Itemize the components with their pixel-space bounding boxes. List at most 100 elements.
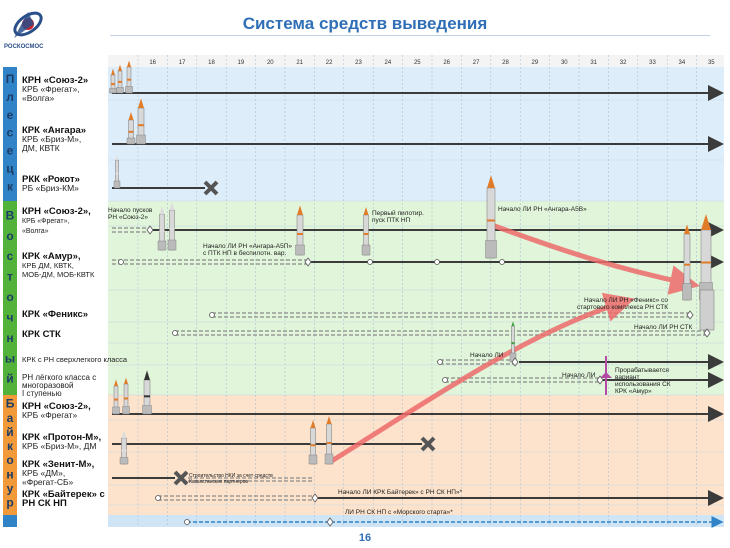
- row-amur: КРК «Амур»,КРБ ДМ, КВТК, МОБ-ДМ, МОБ-КВТ…: [22, 251, 95, 279]
- rocket-angara-a5p: [295, 205, 305, 256]
- region-letter: е: [7, 108, 14, 122]
- rocket-proton-3: [324, 416, 334, 465]
- rocket-superheavy: [509, 321, 517, 363]
- note-angara-a5v: Начало ЛИ РН «Ангара-А5В»: [498, 206, 587, 213]
- row-sea-launch: «Морской старт»: [28, 516, 108, 527]
- rokot-end-cross: [203, 180, 219, 196]
- logo-text: РОСКОСМОС: [4, 44, 44, 50]
- year-label: 20: [267, 60, 274, 66]
- year-label: 35: [708, 60, 715, 66]
- region-letter: к: [7, 439, 14, 453]
- circle-superheavy-start: [437, 359, 443, 365]
- year-label: 33: [649, 60, 656, 66]
- row-baiterek: КРК «Байтерек» с РН СК НП: [22, 489, 105, 509]
- region-letter: т: [7, 270, 13, 284]
- page-title: Система средств выведения: [242, 14, 488, 33]
- region-letter: е: [7, 144, 14, 158]
- note-stk-test: Начало ЛИ РН СТК: [634, 324, 693, 331]
- rocket-soyuz-baik-3: [142, 370, 152, 415]
- marker-baiterek: [311, 493, 319, 503]
- year-label: 18: [208, 60, 215, 66]
- note-baiterek-test: Начало ЛИ КРК Байтерек» с РН СК НП»*: [338, 489, 463, 496]
- marker-amur: [304, 257, 312, 267]
- note-ptk-first-crewed: Первый пилотир. пуск ПТК НП: [372, 210, 424, 224]
- rocket-rokot: [113, 155, 121, 189]
- year-label: 25: [414, 60, 421, 66]
- region-letter: а: [7, 411, 14, 425]
- note-soyuz-start: Начало пусков РН «Союз-2»: [108, 207, 153, 221]
- region-letter: о: [6, 453, 13, 467]
- rocket-angara-1: [126, 112, 136, 145]
- marker-stk: [703, 328, 711, 338]
- proton-end-cross: [420, 436, 436, 452]
- year-label: 32: [620, 60, 627, 66]
- rocket-amur-1: [682, 224, 692, 301]
- rocket-stk: [699, 289, 715, 331]
- region-letter: ц: [6, 161, 14, 175]
- row-light-reusable: РН лёгкого класса с многоразовой I ступе…: [22, 373, 97, 398]
- marker-superheavy: [511, 357, 519, 367]
- highlight-arrow-angara-to-amur: [491, 222, 700, 295]
- year-label: 27: [473, 60, 480, 66]
- circle-light-start: [442, 377, 448, 383]
- note-superheavy-test: Начало ЛИ: [470, 352, 504, 359]
- region-letter: о: [6, 229, 13, 243]
- region-letter: й: [6, 425, 13, 439]
- region-letter: с: [7, 126, 14, 140]
- year-label: 31: [590, 60, 597, 66]
- row-stk: КРК СТК: [22, 329, 61, 340]
- year-label: 19: [238, 60, 245, 66]
- rocket-ptk: [361, 207, 371, 256]
- rocket-soyuz-plesetsk-2: [116, 64, 124, 94]
- roscosmos-logo: [6, 4, 50, 48]
- year-label: 29: [532, 60, 539, 66]
- rocket-soyuz-plesetsk-1: [109, 68, 117, 94]
- rocket-soyuz-vost-2: [167, 202, 177, 251]
- year-label: 22: [326, 60, 333, 66]
- region-sidebar-vostochny: [3, 201, 17, 395]
- zenit-end-cross: [173, 470, 189, 486]
- row-soyuz-baikonur: КРН «Союз-2»,КРБ «Фрегат»: [22, 401, 91, 420]
- region-sidebar-baikonur: [3, 395, 17, 515]
- marker-light: [596, 375, 604, 385]
- row-superheavy: КРК с РН сверхлегкого класса: [22, 355, 128, 364]
- row-soyuz-plesetsk: КРН «Союз-2»КРБ «Фрегат», «Волга»: [22, 75, 89, 103]
- year-label: 23: [355, 60, 362, 66]
- region-letter: Б: [6, 397, 15, 411]
- row-zenit: КРК «Зенит-М»,КРБ «ДМ», «Фрегат-СБ»: [22, 459, 95, 487]
- rocket-angara-2: [136, 98, 146, 145]
- region-letter: л: [6, 90, 14, 104]
- rocket-soyuz-plesetsk-3: [125, 60, 133, 94]
- circle-sea-start: [184, 519, 190, 525]
- note-kazakh-partners: Строительство НКИ за счет средств Казахс…: [189, 473, 273, 485]
- row-angara: КРК «Ангара»КРБ «Бриз-М», ДМ, КВТК: [22, 125, 87, 153]
- rocket-soyuz-baik-1: [112, 379, 120, 415]
- title-divider: [110, 35, 710, 36]
- marker-feniks: [686, 310, 694, 320]
- rocket-soyuz-vost-1: [157, 206, 167, 251]
- year-label: 28: [502, 60, 509, 66]
- region-letter: у: [7, 481, 14, 495]
- highlight-arrow-baiterek-to-vostochny: [328, 292, 635, 465]
- year-label: 30: [561, 60, 568, 66]
- circle-amur-start: [118, 259, 124, 265]
- note-light-test: Начало ЛИ: [562, 372, 596, 379]
- year-label: 21: [296, 60, 303, 66]
- circle-feniks-start: [209, 312, 215, 318]
- rocket-amur-2: [699, 214, 713, 301]
- row-feniks: КРК «Феникс»: [22, 309, 89, 320]
- region-band-sea: [108, 515, 724, 527]
- note-amur-pad-option: Прорабатывается вариант использования СК…: [615, 367, 671, 395]
- region-sidebar-plesetsk: [3, 67, 17, 201]
- note-angara-a5p: Начало ЛИ РН «Ангара-А5П» с ПТК НП в бес…: [203, 243, 293, 257]
- circle-amur-mid: [367, 259, 373, 265]
- region-letter: о: [6, 290, 13, 304]
- region-letter: й: [6, 372, 13, 386]
- note-sea-launch-test: ЛИ РН СК НП с «Морского старта»*: [345, 509, 453, 516]
- marker-soyuz-vost: [146, 225, 154, 235]
- region-letter: с: [7, 249, 14, 263]
- note-feniks-test: Начало ЛИ РН «Феникс» со стартового комп…: [577, 297, 668, 311]
- rocket-proton-2: [308, 420, 318, 465]
- year-label: 16: [149, 60, 156, 66]
